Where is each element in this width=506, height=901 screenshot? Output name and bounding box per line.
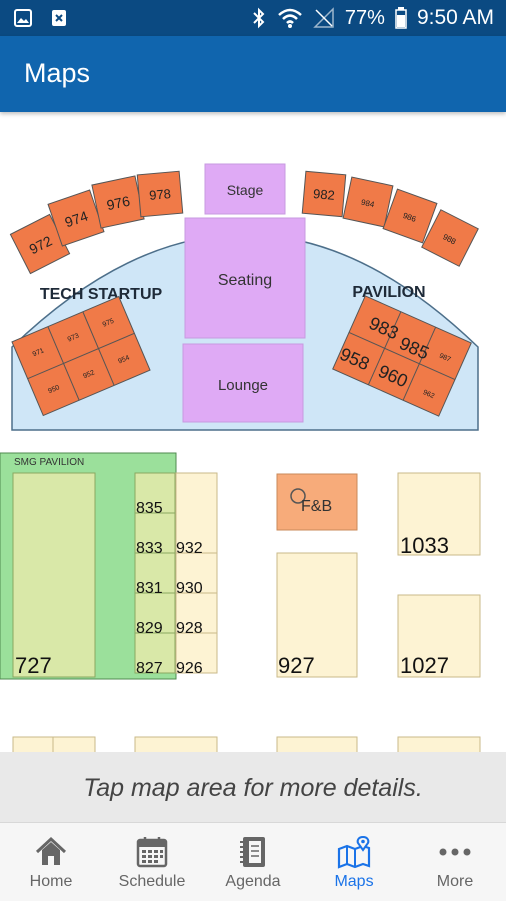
svg-text:Seating: Seating <box>218 272 272 289</box>
svg-text:928: 928 <box>176 620 203 637</box>
svg-text:930: 930 <box>176 580 203 597</box>
svg-text:835: 835 <box>136 500 163 517</box>
clock: 9:50 AM <box>416 6 494 29</box>
seating-area[interactable]: Seating <box>184 217 306 339</box>
food-beverage-area[interactable]: F&B <box>276 473 358 531</box>
svg-text:986: 986 <box>402 211 418 224</box>
pavilion-cluster[interactable]: 983 985 958 960 987 962 <box>332 295 472 417</box>
svg-text:926: 926 <box>176 660 203 677</box>
svg-text:827: 827 <box>136 660 163 677</box>
svg-text:982: 982 <box>312 186 335 203</box>
svg-text:927: 927 <box>278 653 315 678</box>
signal-icon <box>313 7 334 28</box>
map-icon <box>337 835 371 869</box>
arc-booth[interactable]: 972 <box>9 213 71 275</box>
nav-home-label: Home <box>29 873 73 890</box>
nav-agenda-label: Agenda <box>225 873 281 890</box>
svg-text:829: 829 <box>136 620 163 637</box>
svg-text:973: 973 <box>67 333 81 344</box>
wifi-icon <box>278 8 302 28</box>
battery-percent: 77% <box>344 6 385 29</box>
svg-text:F&B: F&B <box>301 498 332 515</box>
arc-booth[interactable]: 988 <box>421 209 479 267</box>
svg-text:950: 950 <box>47 384 61 395</box>
nav-more-label: More <box>436 873 474 890</box>
arc-booth[interactable]: 976 <box>91 175 145 229</box>
svg-text:Lounge: Lounge <box>218 377 268 394</box>
nav-home[interactable]: Home <box>1 823 101 901</box>
arc-booth[interactable]: 982 <box>301 170 347 218</box>
svg-text:974: 974 <box>63 208 90 231</box>
arc-booth[interactable]: 986 <box>382 188 438 244</box>
tech-startup-label: TECH STARTUP <box>40 286 163 303</box>
tech-startup-cluster[interactable]: 975 973 971 952 954 950 <box>11 295 151 417</box>
svg-text:975: 975 <box>102 318 116 329</box>
svg-text:932: 932 <box>176 540 203 557</box>
lounge-area[interactable]: Lounge <box>182 343 304 423</box>
svg-text:1033: 1033 <box>400 533 449 558</box>
stage-area[interactable]: Stage <box>204 163 286 215</box>
gallery-icon <box>14 9 32 27</box>
more-dots-icon <box>439 848 471 856</box>
close-box-icon <box>52 10 66 26</box>
map-hint: Tap map area for more details. <box>0 752 506 822</box>
calendar-icon <box>136 837 168 868</box>
svg-text:SMG PAVILION: SMG PAVILION <box>14 457 84 468</box>
booth-row-partial[interactable] <box>12 736 481 752</box>
nav-schedule[interactable]: Schedule <box>102 823 202 901</box>
svg-text:831: 831 <box>136 580 163 597</box>
svg-text:987: 987 <box>438 353 452 364</box>
nav-maps[interactable]: Maps <box>304 823 404 901</box>
bluetooth-icon <box>253 7 265 29</box>
booth-column-93x[interactable]: 932 930 928 926 <box>175 472 218 677</box>
booth-1033[interactable]: 1033 <box>397 472 481 558</box>
svg-text:962: 962 <box>422 389 436 400</box>
fb-icon <box>290 488 306 504</box>
nav-more[interactable]: More <box>405 823 505 901</box>
battery-icon <box>395 7 407 29</box>
svg-text:952: 952 <box>82 369 96 380</box>
arc-booth[interactable]: 984 <box>342 176 394 228</box>
nav-agenda[interactable]: Agenda <box>203 823 303 901</box>
nav-schedule-label: Schedule <box>118 873 186 890</box>
bottom-nav: Home Schedule Agenda <box>0 822 506 901</box>
booth-727[interactable]: 727 <box>12 472 96 678</box>
status-bar: 77% 9:50 AM <box>0 0 506 36</box>
svg-text:984: 984 <box>360 198 375 210</box>
arc-booth[interactable]: 974 <box>47 189 105 247</box>
booth-927[interactable]: 927 <box>276 552 358 678</box>
floor-map[interactable]: 972 974 976 978 982 984 986 988 <box>0 112 506 752</box>
svg-text:976: 976 <box>105 193 131 214</box>
svg-text:727: 727 <box>15 653 52 678</box>
svg-text:833: 833 <box>136 540 163 557</box>
app-bar: Maps <box>0 36 506 112</box>
page-title: Maps <box>24 58 91 88</box>
booth-1027[interactable]: 1027 <box>397 594 481 678</box>
arc-booth[interactable]: 978 <box>136 170 184 218</box>
booth-column-82x[interactable]: 835 833 831 829 827 <box>134 472 176 677</box>
svg-text:1027: 1027 <box>400 653 449 678</box>
svg-text:954: 954 <box>117 354 131 365</box>
pavilion-label: PAVILION <box>352 284 425 301</box>
notebook-icon <box>240 837 265 867</box>
svg-text:Stage: Stage <box>227 182 264 198</box>
nav-maps-label: Maps <box>334 873 374 890</box>
home-icon <box>35 836 67 865</box>
svg-text:971: 971 <box>32 347 46 358</box>
svg-text:978: 978 <box>149 186 172 203</box>
